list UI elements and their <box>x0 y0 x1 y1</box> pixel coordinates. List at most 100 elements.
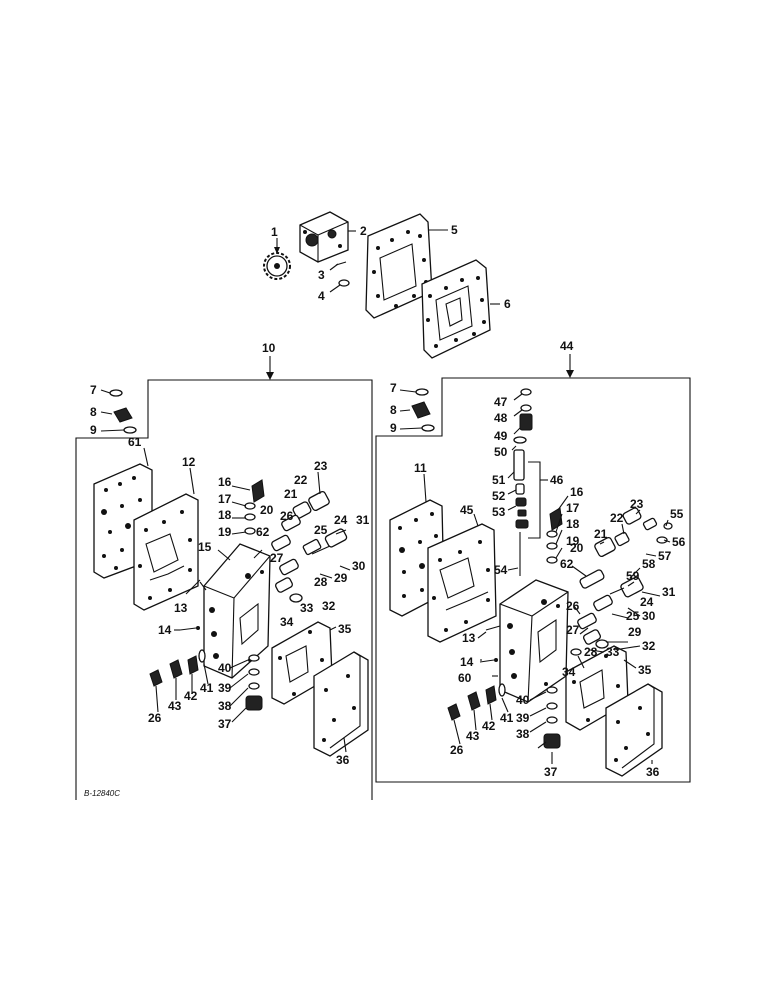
right-label-24: 24 <box>640 595 654 609</box>
left-label-35: 35 <box>338 622 352 636</box>
right-label-54: 54 <box>494 563 508 577</box>
right-label-37: 37 <box>544 765 558 779</box>
left-label-18: 18 <box>218 508 232 522</box>
left-label-23: 23 <box>314 459 328 473</box>
left-label-28: 28 <box>314 575 328 589</box>
part-6-plate <box>421 259 491 359</box>
part-1-gear <box>263 252 291 280</box>
left-assembly-label: 10 <box>262 341 276 355</box>
left-label-17: 17 <box>218 492 232 506</box>
left-label-13: 13 <box>174 601 188 615</box>
label-3: 3 <box>318 268 325 282</box>
left-bottom-parts <box>149 581 263 711</box>
label-2: 2 <box>360 224 367 238</box>
top-parts-group: 1 2 3 4 5 6 <box>263 211 511 359</box>
right-label-11: 11 <box>414 461 427 475</box>
left-part-36-cover <box>313 651 369 757</box>
left-part-15-valve-body <box>203 543 271 679</box>
right-label-28: 28 <box>584 645 598 659</box>
right-label-45: 45 <box>460 503 474 517</box>
right-label-26b: 26 <box>450 743 464 757</box>
right-label-18: 18 <box>566 517 580 531</box>
left-label-31: 31 <box>356 513 370 527</box>
left-label-26b: 26 <box>148 711 162 725</box>
right-label-46: 46 <box>550 473 564 487</box>
left-label-39: 39 <box>218 681 232 695</box>
left-label-8: 8 <box>90 405 97 419</box>
right-label-39: 39 <box>516 711 530 725</box>
right-label-32: 32 <box>642 639 656 653</box>
left-label-16: 16 <box>218 475 232 489</box>
right-part-36-cover <box>605 683 663 777</box>
right-label-41: 41 <box>500 711 514 725</box>
right-label-56: 56 <box>672 535 686 549</box>
right-label-23: 23 <box>630 497 644 511</box>
part-4-ring <box>338 279 350 287</box>
right-label-58: 58 <box>642 557 656 571</box>
left-frame <box>75 379 373 800</box>
left-label-22: 22 <box>294 473 308 487</box>
right-label-62: 62 <box>560 557 574 571</box>
right-label-30: 30 <box>642 609 656 623</box>
right-spool-column <box>513 388 541 576</box>
right-label-38: 38 <box>516 727 530 741</box>
left-label-27: 27 <box>270 551 284 565</box>
right-label-40: 40 <box>516 693 530 707</box>
right-label-47: 47 <box>494 395 508 409</box>
right-label-35: 35 <box>638 663 652 677</box>
left-label-42: 42 <box>184 689 198 703</box>
left-label-26a: 26 <box>280 509 294 523</box>
left-label-7: 7 <box>90 383 97 397</box>
left-label-21: 21 <box>284 487 298 501</box>
right-label-8: 8 <box>390 403 397 417</box>
right-label-48: 48 <box>494 411 508 425</box>
right-bottom-parts <box>447 625 561 749</box>
right-label-7: 7 <box>390 381 397 395</box>
right-label-26a: 26 <box>566 599 580 613</box>
label-1: 1 <box>271 225 278 239</box>
right-label-57: 57 <box>658 549 672 563</box>
right-label-31: 31 <box>662 585 676 599</box>
right-label-17: 17 <box>566 501 580 515</box>
right-frame <box>375 377 691 783</box>
right-label-53: 53 <box>492 505 506 519</box>
label-5: 5 <box>451 223 458 237</box>
right-label-49: 49 <box>494 429 508 443</box>
left-label-24: 24 <box>334 513 348 527</box>
right-label-60: 60 <box>458 671 472 685</box>
left-assembly-10: 10 7 8 9 <box>75 341 373 800</box>
left-label-12: 12 <box>182 455 196 469</box>
right-label-25: 25 <box>626 609 640 623</box>
left-label-40: 40 <box>218 661 232 675</box>
part-2-pump-body <box>299 211 349 263</box>
left-label-36: 36 <box>336 753 350 767</box>
right-label-19: 19 <box>566 534 580 548</box>
right-label-14: 14 <box>460 655 474 669</box>
left-label-15: 15 <box>198 540 212 554</box>
left-label-19: 19 <box>218 525 232 539</box>
right-label-34: 34 <box>562 665 576 679</box>
left-label-62: 62 <box>256 525 270 539</box>
right-label-51: 51 <box>492 473 506 487</box>
left-label-30: 30 <box>352 559 366 573</box>
left-label-29: 29 <box>334 571 348 585</box>
right-label-50: 50 <box>494 445 508 459</box>
right-assembly-label: 44 <box>560 339 574 353</box>
left-label-25: 25 <box>314 523 328 537</box>
right-label-9: 9 <box>390 421 397 435</box>
left-label-43: 43 <box>168 699 182 713</box>
left-label-41: 41 <box>200 681 214 695</box>
right-label-43: 43 <box>466 729 480 743</box>
label-4: 4 <box>318 289 325 303</box>
right-part-60-valve-body <box>499 579 569 703</box>
right-label-21: 21 <box>594 527 608 541</box>
left-label-34: 34 <box>280 615 294 629</box>
label-6: 6 <box>504 297 511 311</box>
right-label-29: 29 <box>628 625 642 639</box>
right-label-27: 27 <box>566 623 580 637</box>
left-label-33: 33 <box>300 601 314 615</box>
right-label-55: 55 <box>670 507 684 521</box>
figure-reference: B-12840C <box>84 789 120 798</box>
right-label-16: 16 <box>570 485 584 499</box>
left-label-61: 61 <box>128 435 142 449</box>
